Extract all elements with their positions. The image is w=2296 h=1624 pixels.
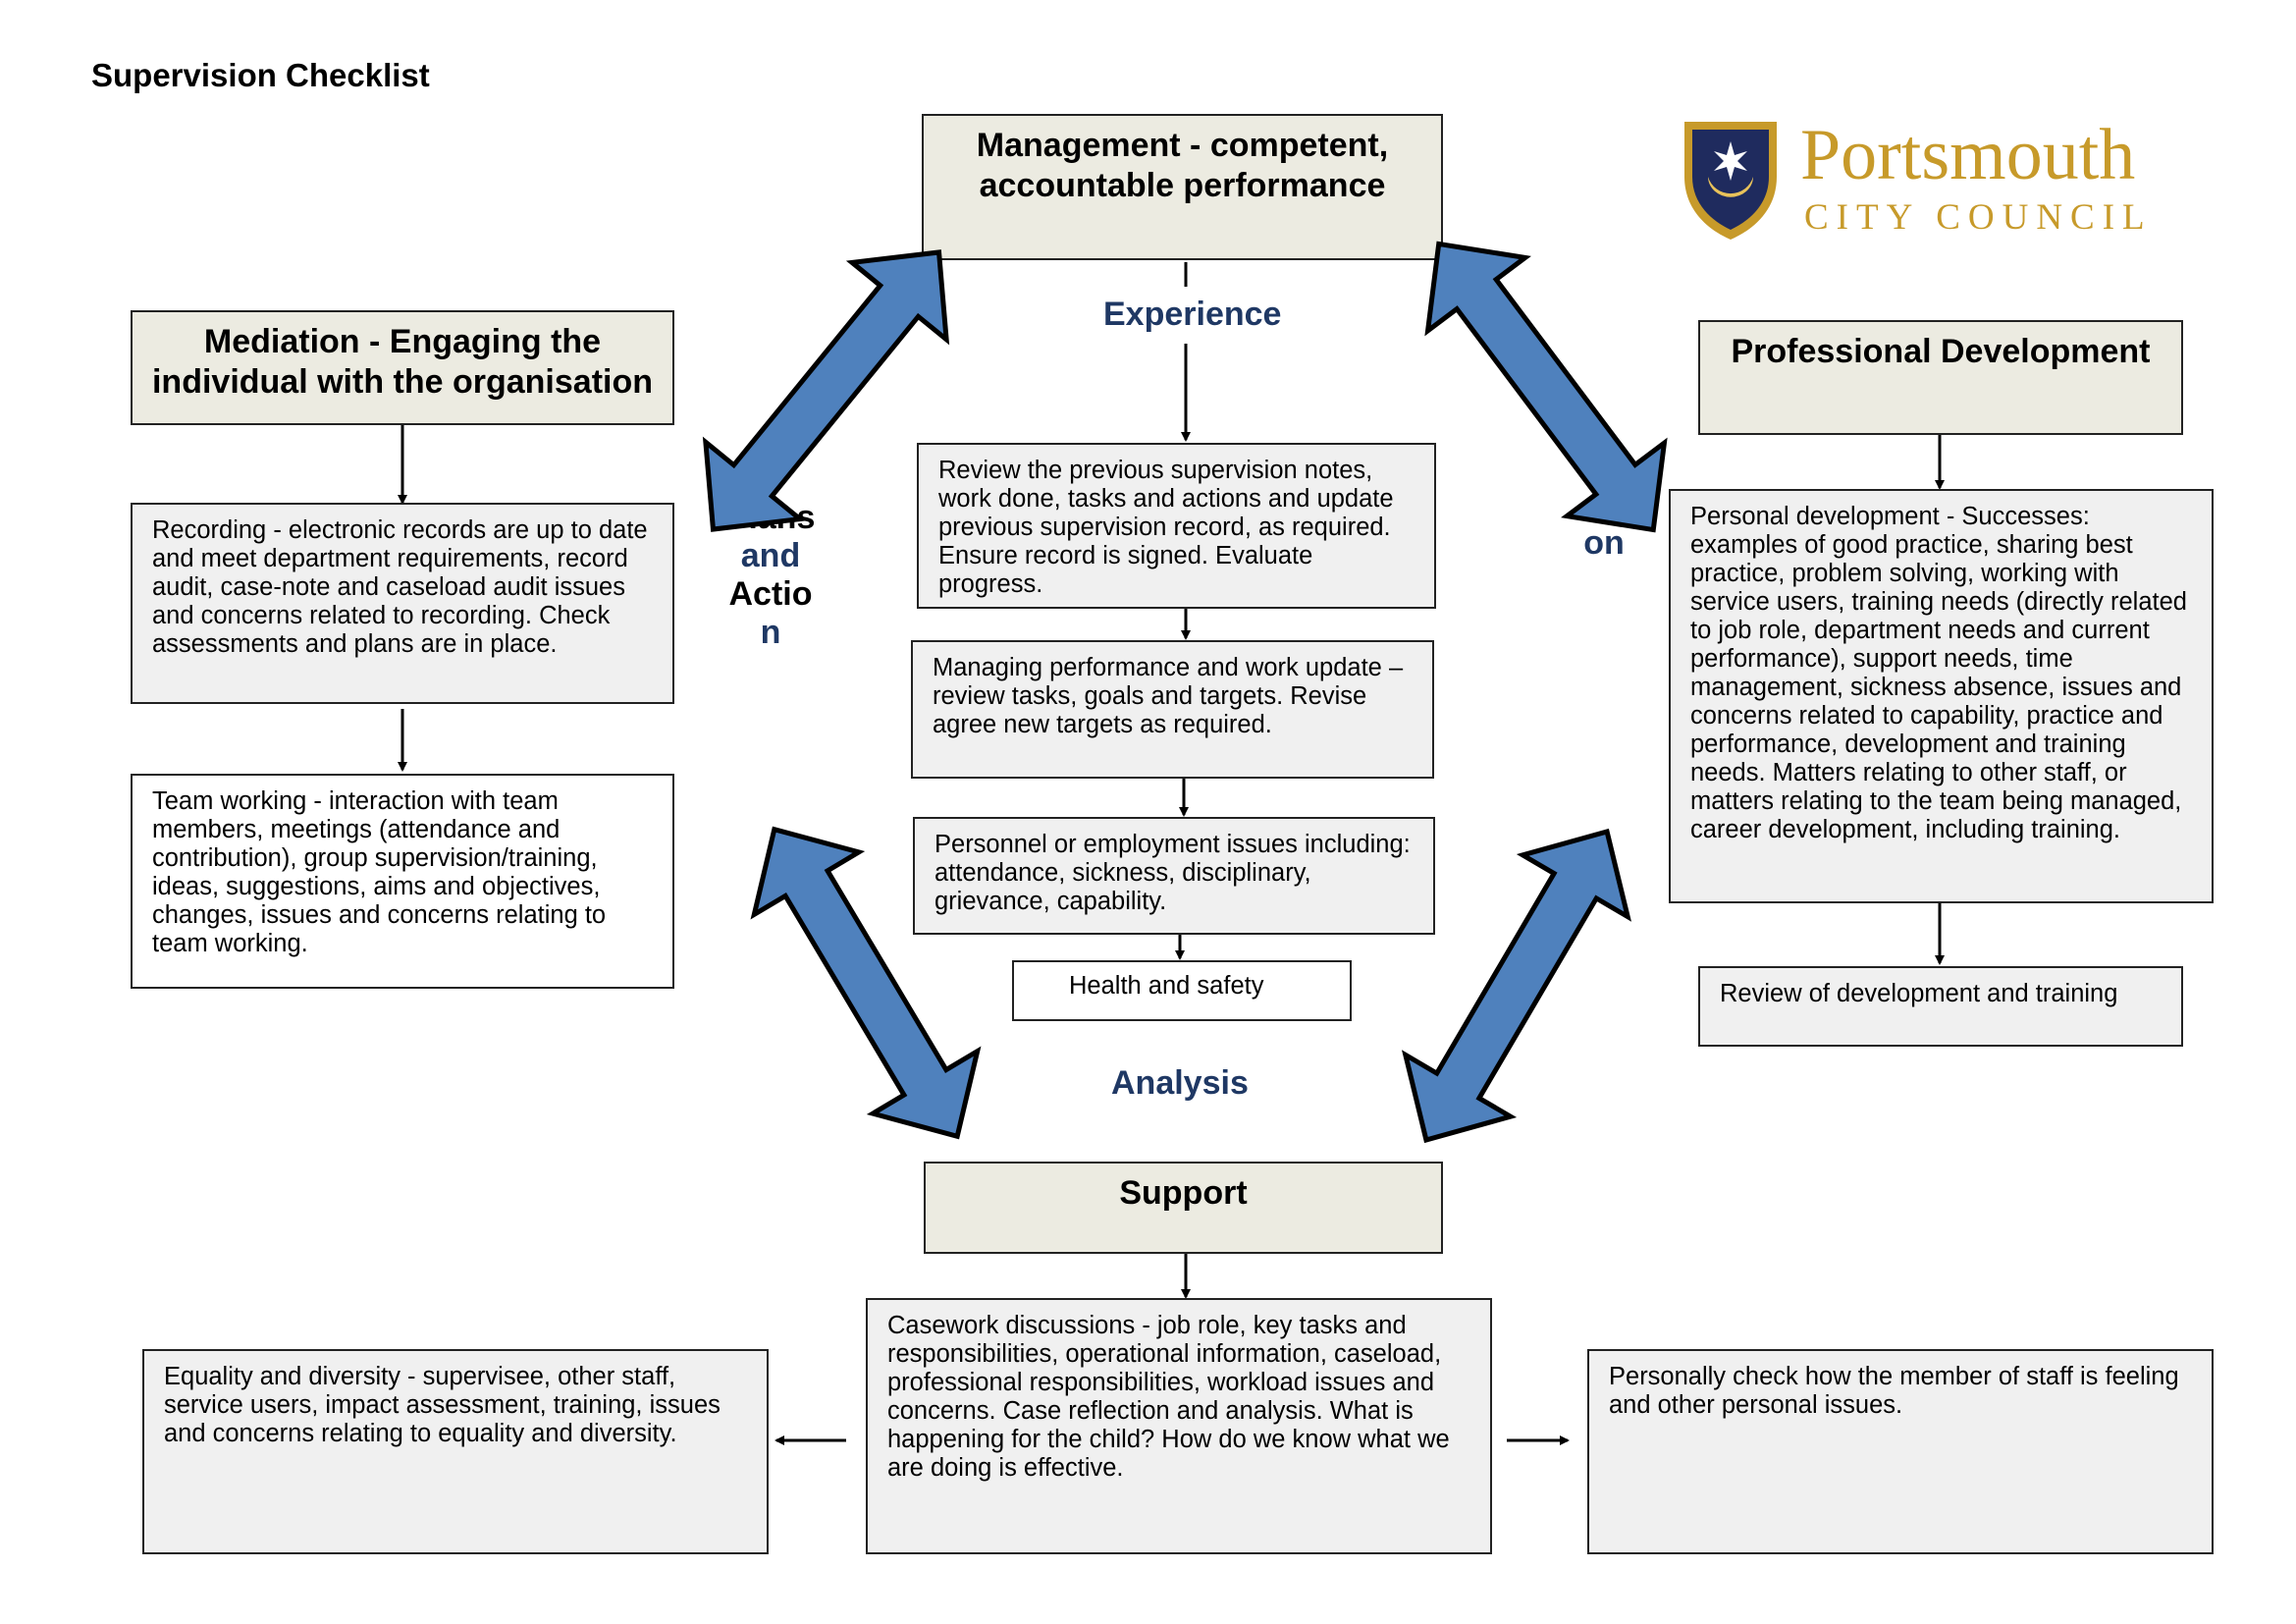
logo-name: Portsmouth <box>1800 115 2136 195</box>
council-logo: Portsmouth CITY COUNCIL <box>1677 116 2187 253</box>
management-header: Management - competent, accountable perf… <box>922 114 1443 260</box>
mediation-header: Mediation - Engaging the individual with… <box>131 310 674 425</box>
analysis-label: Analysis <box>1111 1064 1249 1102</box>
double-arrow-icon <box>750 826 982 1140</box>
crest-icon <box>1684 122 1777 240</box>
plans-label-line-2: and <box>740 537 801 574</box>
review-training-box: Review of development and training <box>1698 966 2183 1047</box>
experience-label: Experience <box>1103 296 1282 333</box>
double-arrow-icon <box>1401 828 1632 1144</box>
recording-box: Recording - electronic records are up to… <box>131 503 674 704</box>
support-header: Support <box>924 1162 1443 1254</box>
health-safety-box: Health and safety <box>1012 960 1352 1021</box>
team-working-box: Team working - interaction with team mem… <box>131 774 674 989</box>
double-arrow-icon <box>702 249 950 532</box>
performance-box: Managing performance and work update – r… <box>911 640 1434 779</box>
logo-subtitle: CITY COUNCIL <box>1804 197 2153 238</box>
equality-diversity-box: Equality and diversity - supervisee, oth… <box>142 1349 769 1554</box>
personnel-issues-box: Personnel or employment issues including… <box>913 817 1435 935</box>
plans-label-line-4: n <box>760 614 781 651</box>
casework-box: Casework discussions - job role, key tas… <box>866 1298 1492 1554</box>
reflection-label-line-3: on <box>1583 524 1625 562</box>
personal-issues-box: Personally check how the member of staff… <box>1587 1349 2214 1554</box>
personal-development-box: Personal development - Successes: exampl… <box>1669 489 2214 903</box>
plans-label-line-3: Actio <box>728 575 813 613</box>
double-arrow-icon <box>1424 241 1668 533</box>
review-notes-box: Review the previous supervision notes, w… <box>917 443 1436 609</box>
professional-development-header: Professional Development <box>1698 320 2183 435</box>
page-title: Supervision Checklist <box>91 57 430 93</box>
